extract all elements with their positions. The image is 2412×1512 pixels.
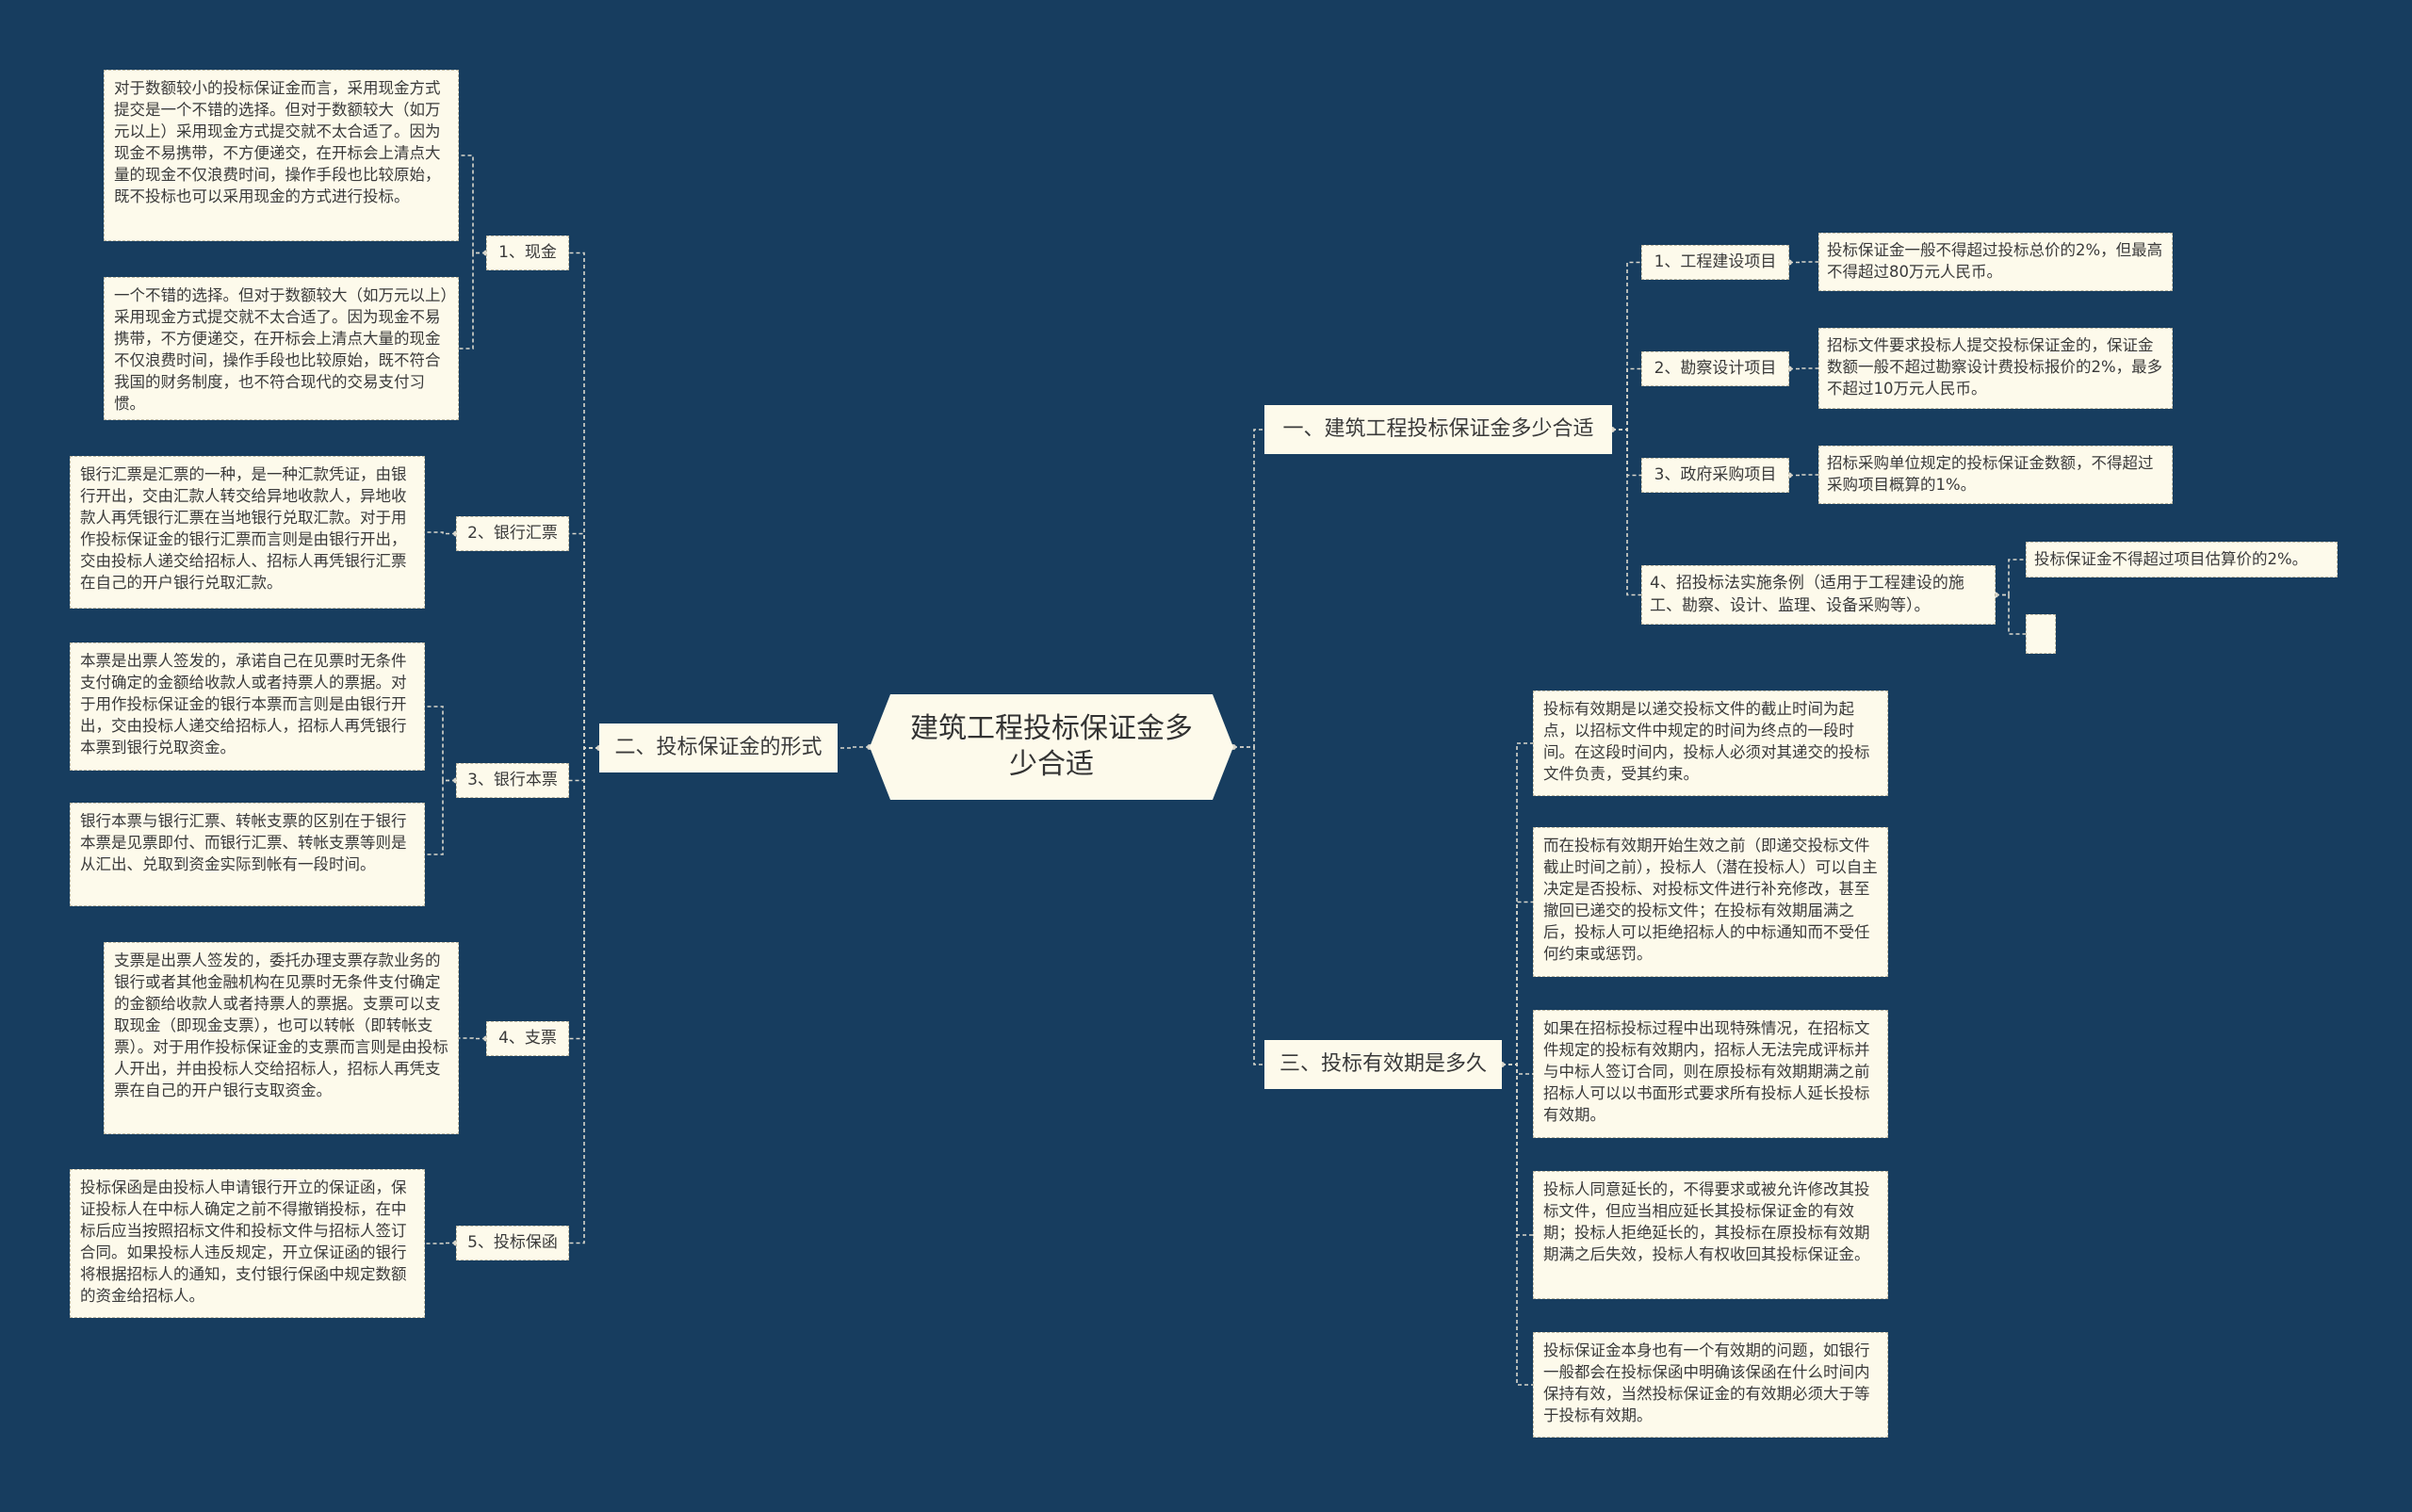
validity-detail-4: 投标人同意延长的，不得要求或被允许修改其投标文件，但应当相应延长其投标保证金的有… (1533, 1171, 1888, 1299)
sub-regulation[interactable]: 4、招投标法实施条例（适用于工程建设的施工、勘察、设计、监理、设备采购等）。 (1641, 565, 1996, 625)
check-detail: 支票是出票人签发的，委托办理支票存款业务的银行或者其他金融机构在见票时无条件支付… (104, 942, 459, 1134)
validity-detail-1-text: 投标有效期是以递交投标文件的截止时间为起点，以招标文件中规定的时间为终点的一段时… (1543, 700, 1870, 783)
validity-detail-4-text: 投标人同意延长的，不得要求或被允许修改其投标文件，但应当相应延长其投标保证金的有… (1543, 1180, 1870, 1263)
branch-amount[interactable]: 一、建筑工程投标保证金多少合适 (1264, 405, 1612, 454)
cashier-check-detail-1: 本票是出票人签发的，承诺自己在见票时无条件支付确定的金额给收款人或者持票人的票据… (70, 642, 425, 771)
branch-forms-label: 二、投标保证金的形式 (614, 736, 823, 759)
branch-amount-label: 一、建筑工程投标保证金多少合适 (1282, 417, 1594, 441)
detail-construction-project: 投标保证金一般不得超过投标总价的2%，但最高不得超过80万元人民币。 (1818, 233, 2173, 291)
validity-detail-2: 而在投标有效期开始生效之前（即递交投标文件截止时间之前），投标人（潜在投标人）可… (1533, 827, 1888, 977)
sub-check-label: 4、支票 (498, 1029, 557, 1048)
cash-detail-2-text: 一个不错的选择。但对于数额较大（如万元以上）采用现金方式提交就不太合适了。因为现… (114, 286, 448, 413)
bank-draft-detail-text: 银行汇票是汇票的一种，是一种汇款凭证，由银行开出，交由汇款人转交给异地收款人，异… (80, 465, 407, 592)
cashier-check-detail-2-text: 银行本票与银行汇票、转帐支票的区别在于银行本票是见票即付、而银行汇票、转帐支票等… (80, 812, 407, 873)
detail-regulation-text: 投标保证金不得超过项目估算价的2%。 (2034, 550, 2308, 568)
check-detail-text: 支票是出票人签发的，委托办理支票存款业务的银行或者其他金融机构在见票时无条件支付… (114, 951, 448, 1099)
detail-regulation: 投标保证金不得超过项目估算价的2%。 (2026, 542, 2338, 577)
sub-check[interactable]: 4、支票 (486, 1021, 569, 1056)
detail-regulation-empty (2026, 614, 2056, 654)
cashier-check-detail-2: 银行本票与银行汇票、转帐支票的区别在于银行本票是见票即付、而银行汇票、转帐支票等… (70, 803, 425, 906)
cash-detail-2: 一个不错的选择。但对于数额较大（如万元以上）采用现金方式提交就不太合适了。因为现… (104, 277, 459, 420)
branch-validity[interactable]: 三、投标有效期是多久 (1264, 1040, 1502, 1089)
sub-bank-draft[interactable]: 2、银行汇票 (456, 516, 569, 551)
bid-guarantee-detail-text: 投标保函是由投标人申请银行开立的保证函，保证投标人在中标人确定之前不得撤销投标，… (80, 1179, 407, 1305)
cashier-check-detail-1-text: 本票是出票人签发的，承诺自己在见票时无条件支付确定的金额给收款人或者持票人的票据… (80, 652, 407, 756)
branch-forms[interactable]: 二、投标保证金的形式 (599, 723, 838, 772)
root-topic[interactable]: 建筑工程投标保证金多少合适 (870, 694, 1233, 800)
detail-survey-design-text: 招标文件要求投标人提交投标保证金的，保证金数额一般不超过勘察设计费投标报价的2%… (1827, 336, 2163, 398)
sub-bank-draft-label: 2、银行汇票 (467, 524, 558, 543)
bank-draft-detail: 银行汇票是汇票的一种，是一种汇款凭证，由银行开出，交由汇款人转交给异地收款人，异… (70, 456, 425, 609)
sub-regulation-label: 4、招投标法实施条例（适用于工程建设的施工、勘察、设计、监理、设备采购等）。 (1650, 574, 1964, 615)
validity-detail-1: 投标有效期是以递交投标文件的截止时间为起点，以招标文件中规定的时间为终点的一段时… (1533, 691, 1888, 796)
sub-cash-label: 1、现金 (498, 243, 557, 262)
validity-detail-2-text: 而在投标有效期开始生效之前（即递交投标文件截止时间之前），投标人（潜在投标人）可… (1543, 837, 1878, 963)
bid-guarantee-detail: 投标保函是由投标人申请银行开立的保证函，保证投标人在中标人确定之前不得撤销投标，… (70, 1169, 425, 1318)
detail-survey-design: 招标文件要求投标人提交投标保证金的，保证金数额一般不超过勘察设计费投标报价的2%… (1818, 328, 2173, 409)
sub-construction-project-label: 1、工程建设项目 (1654, 252, 1777, 271)
validity-detail-5: 投标保证金本身也有一个有效期的问题，如银行一般都会在投标保函中明确该保函在什么时… (1533, 1332, 1888, 1438)
branch-validity-label: 三、投标有效期是多久 (1279, 1052, 1487, 1076)
sub-bid-guarantee-label: 5、投标保函 (467, 1233, 558, 1252)
sub-survey-design[interactable]: 2、勘察设计项目 (1641, 351, 1789, 386)
validity-detail-3: 如果在招标投标过程中出现特殊情况，在招标文件规定的投标有效期内，招标人无法完成评… (1533, 1010, 1888, 1138)
validity-detail-3-text: 如果在招标投标过程中出现特殊情况，在招标文件规定的投标有效期内，招标人无法完成评… (1543, 1019, 1870, 1124)
sub-bid-guarantee[interactable]: 5、投标保函 (456, 1226, 569, 1260)
sub-construction-project[interactable]: 1、工程建设项目 (1641, 245, 1789, 280)
sub-cashier-check-label: 3、银行本票 (467, 771, 558, 789)
detail-government-procurement-text: 招标采购单位规定的投标保证金数额，不得超过采购项目概算的1%。 (1827, 454, 2154, 494)
detail-government-procurement: 招标采购单位规定的投标保证金数额，不得超过采购项目概算的1%。 (1818, 446, 2173, 504)
detail-construction-project-text: 投标保证金一般不得超过投标总价的2%，但最高不得超过80万元人民币。 (1827, 241, 2163, 281)
cash-detail-1: 对于数额较小的投标保证金而言，采用现金方式提交是一个不错的选择。但对于数额较大（… (104, 70, 459, 241)
root-topic-label: 建筑工程投标保证金多少合适 (910, 712, 1193, 781)
sub-cash[interactable]: 1、现金 (486, 236, 569, 270)
sub-survey-design-label: 2、勘察设计项目 (1654, 359, 1777, 378)
sub-government-procurement[interactable]: 3、政府采购项目 (1641, 458, 1789, 493)
sub-cashier-check[interactable]: 3、银行本票 (456, 763, 569, 798)
sub-government-procurement-label: 3、政府采购项目 (1654, 465, 1777, 484)
cash-detail-1-text: 对于数额较小的投标保证金而言，采用现金方式提交是一个不错的选择。但对于数额较大（… (114, 79, 441, 205)
validity-detail-5-text: 投标保证金本身也有一个有效期的问题，如银行一般都会在投标保函中明确该保函在什么时… (1543, 1341, 1870, 1424)
